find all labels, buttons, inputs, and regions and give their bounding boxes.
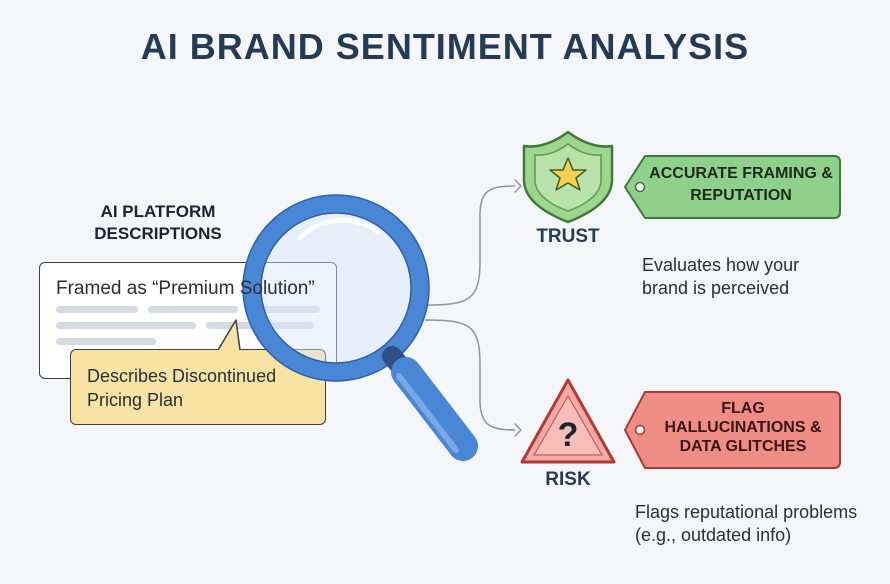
magnifier-icon bbox=[242, 194, 478, 461]
page-title: AI BRAND SENTIMENT ANALYSIS bbox=[140, 26, 750, 67]
warning-question-icon: ? bbox=[520, 378, 616, 464]
trust-description: Evaluates how your brand is perceived bbox=[642, 255, 800, 298]
trust-tag-text: ACCURATE FRAMING & REPUTATION bbox=[649, 165, 833, 204]
shield-star-icon bbox=[522, 130, 614, 224]
risk-tag-text: FLAG HALLUCINATIONS & DATA GLITCHES bbox=[664, 400, 822, 455]
bubble-pointer bbox=[217, 319, 241, 351]
trust-tag bbox=[624, 155, 841, 219]
svg-text:?: ? bbox=[558, 416, 579, 454]
source-heading: AI PLATFORM DESCRIPTIONS bbox=[94, 202, 222, 243]
document-text: Framed as “Premium Solution” bbox=[56, 278, 315, 299]
trust-label: TRUST bbox=[536, 226, 600, 247]
connector-lines bbox=[424, 179, 522, 437]
risk-tag bbox=[624, 391, 841, 469]
risk-description: Flags reputational problems (e.g., outda… bbox=[635, 502, 858, 545]
risk-label: RISK bbox=[545, 469, 591, 490]
bubble-text: Describes Discontinued Pricing Plan bbox=[87, 366, 277, 410]
